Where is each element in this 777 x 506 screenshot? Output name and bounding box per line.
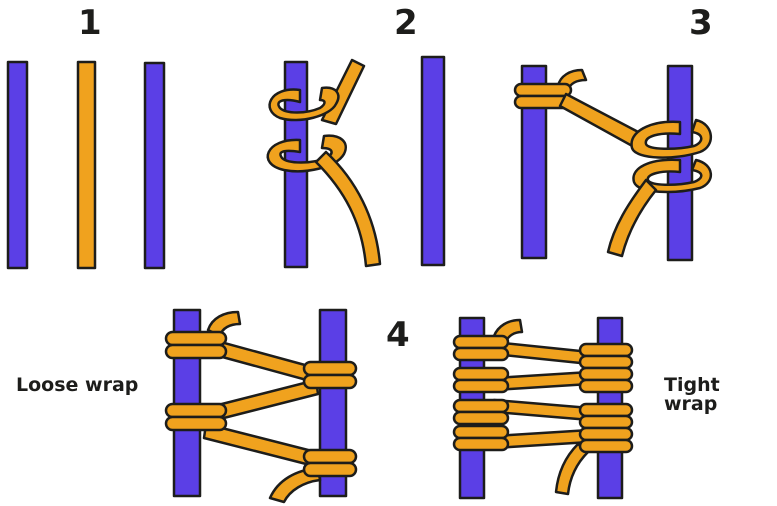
wrap-tight-l4 (454, 380, 508, 392)
step-2-illustration (268, 57, 444, 267)
loose-wrap-label: Loose wrap (16, 376, 138, 395)
wrap-tight-l8 (454, 438, 508, 450)
wrap-tight-r3 (580, 368, 632, 380)
wrap-loose-r3 (304, 450, 356, 463)
wrap-tight-l2 (454, 348, 508, 360)
wrap-loose-r2 (304, 375, 356, 388)
wrap-tight-r1 (580, 344, 632, 356)
wrap-tight-r7 (580, 428, 632, 440)
wrap-loose-l3 (166, 404, 226, 417)
step-number-1: 1 (78, 6, 102, 40)
cord-lower-tail (316, 152, 380, 266)
wrap-tight-l1 (454, 336, 508, 348)
wrap-loose-r4 (304, 463, 356, 476)
wrap-tight-l6 (454, 412, 508, 424)
wrap-loose-l1 (166, 332, 226, 345)
cord-lower-tail (608, 180, 656, 256)
wrap-tight-l3 (454, 368, 508, 380)
wrap-left-1 (515, 84, 571, 96)
post-right (145, 63, 164, 268)
wrap-tight-r4 (580, 380, 632, 392)
step-4-loose-illustration (166, 310, 356, 502)
wrap-tight-r8 (580, 440, 632, 452)
wrap-loose-l2 (166, 345, 226, 358)
step-1-illustration (8, 62, 164, 268)
wrap-tight-l5 (454, 400, 508, 412)
step-number-3: 3 (689, 6, 713, 40)
wrap-tight-r5 (580, 404, 632, 416)
wrap-loose-r1 (304, 362, 356, 375)
cord-diagonal (560, 94, 642, 148)
wrap-tight-l7 (454, 426, 508, 438)
post-left (8, 62, 27, 268)
step-number-4: 4 (386, 318, 410, 352)
step-number-2: 2 (394, 6, 418, 40)
step-3-illustration (515, 66, 711, 260)
tight-wrap-label: Tight wrap (664, 376, 777, 414)
wrap-tight-r6 (580, 416, 632, 428)
wrap-tight-r2 (580, 356, 632, 368)
step-4-tight-illustration (454, 318, 632, 498)
wrap-loose-l4 (166, 417, 226, 430)
post-right (422, 57, 444, 265)
cord-strand (78, 62, 95, 268)
